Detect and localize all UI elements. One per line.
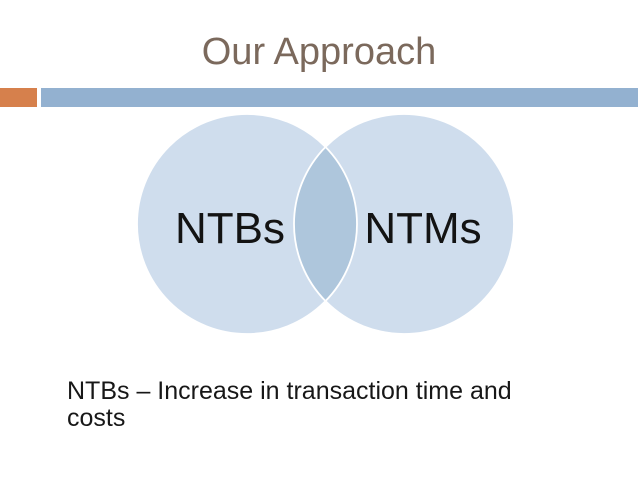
venn-right-circle — [294, 114, 514, 334]
venn-left-circle-outline — [136, 113, 358, 335]
slide-title: Our Approach — [201, 31, 437, 73]
venn-left-circle — [137, 114, 357, 334]
accent-bar-blue-segment — [41, 88, 638, 107]
venn-right-circle-outline — [293, 113, 515, 335]
venn-right-label: NTMs — [364, 204, 481, 253]
accent-bar — [0, 88, 638, 107]
venn-left-label: NTBs — [175, 204, 285, 253]
body-text: NTBs – Increase in transaction time and … — [67, 377, 512, 432]
venn-overlap-region — [293, 146, 358, 302]
accent-bar-orange-segment — [0, 88, 37, 107]
